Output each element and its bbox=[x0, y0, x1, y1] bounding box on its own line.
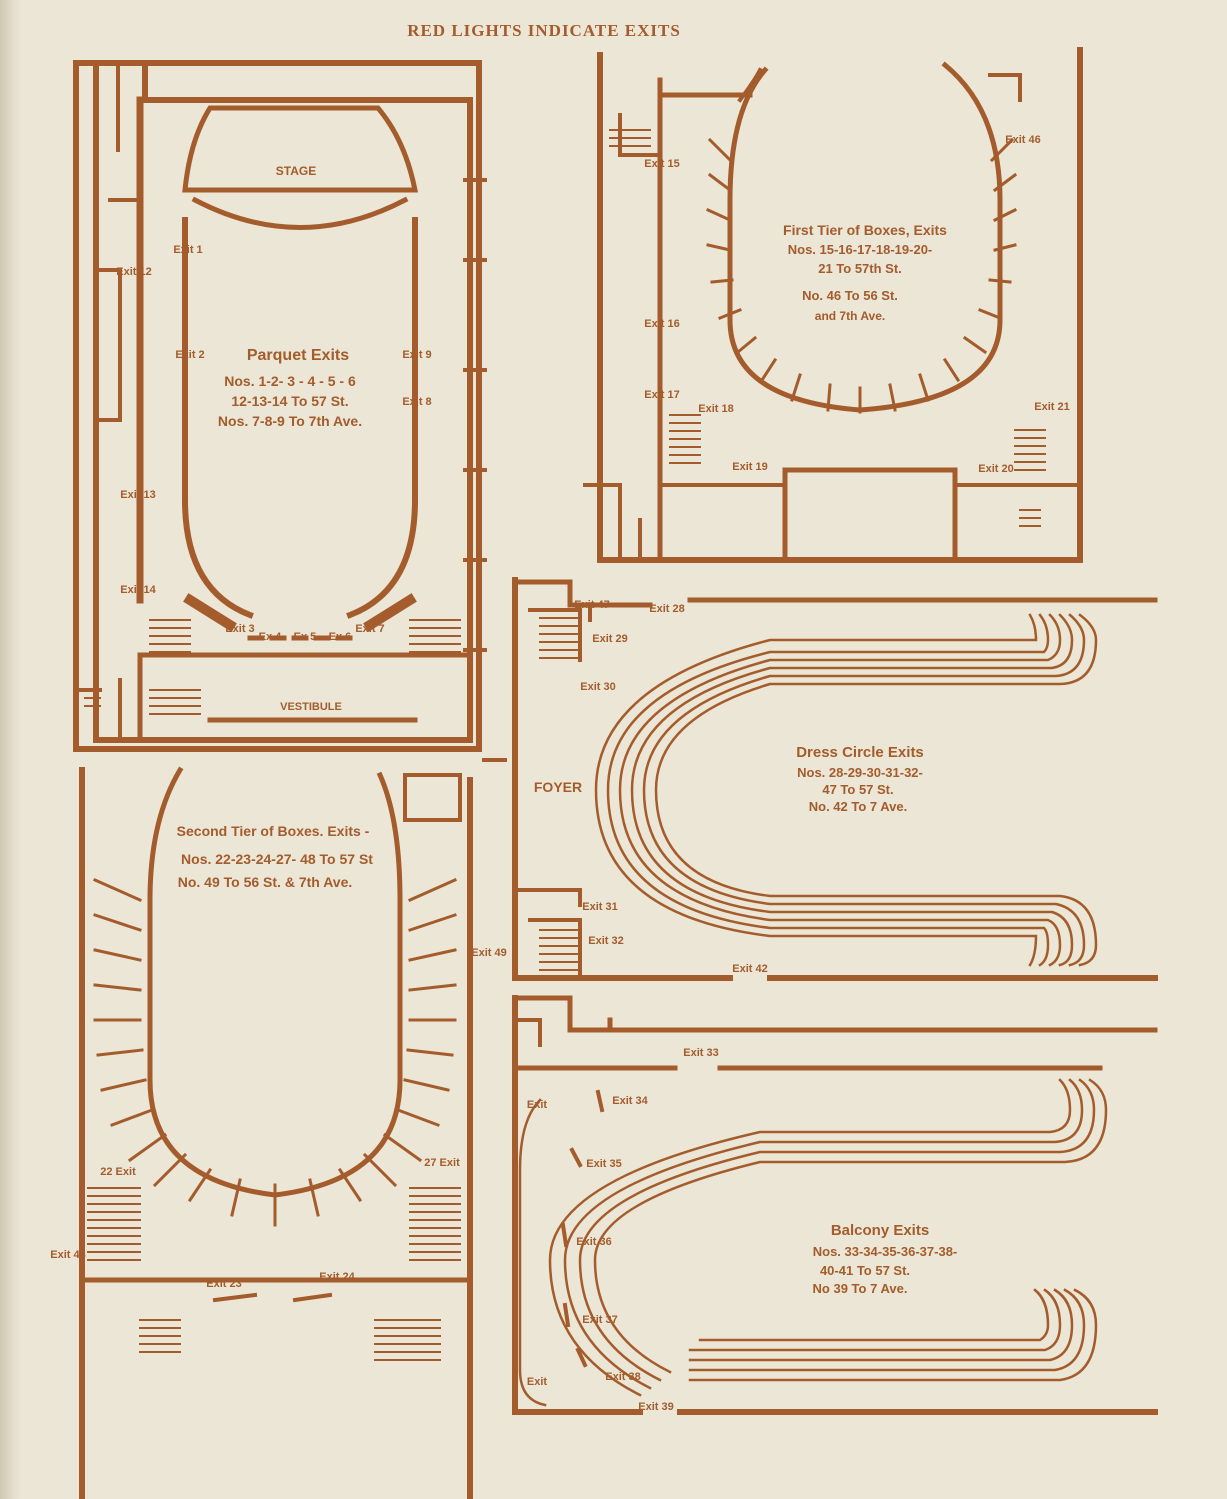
exit-label: Exit 21 bbox=[1034, 401, 1069, 413]
first-tier-legend-line: No. 46 To 56 St. bbox=[802, 288, 898, 303]
exit-label: Exit 42 bbox=[732, 963, 767, 975]
exit-label: Exit 30 bbox=[580, 681, 615, 693]
exit-label: Exit 19 bbox=[732, 461, 767, 473]
exit-label: Exit 2 bbox=[175, 349, 204, 361]
exit-label: Exit 9 bbox=[402, 349, 431, 361]
balcony-legend-line: Nos. 33-34-35-36-37-38- bbox=[813, 1244, 958, 1259]
balcony-legend-line: 40-41 To 57 St. bbox=[820, 1263, 910, 1278]
exit-label: Exit 36 bbox=[576, 1236, 611, 1248]
exit-label: Exit 47 bbox=[574, 599, 609, 611]
exit-label: Exit 17 bbox=[644, 389, 679, 401]
exit-label: Exit 35 bbox=[586, 1158, 621, 1170]
exit-label: Exit 23 bbox=[206, 1278, 241, 1290]
dress-circle-legend-title: Dress Circle Exits bbox=[796, 744, 924, 761]
parquet-legend-line: Nos. 7-8-9 To 7th Ave. bbox=[218, 413, 362, 429]
exit-label: Exit 39 bbox=[638, 1401, 673, 1413]
exit-label: Exit 13 bbox=[120, 489, 155, 501]
exit-label: Exit 31 bbox=[582, 901, 617, 913]
second-tier-legend-title: Second Tier of Boxes. Exits - bbox=[177, 823, 370, 839]
vestibule-label: VESTIBULE bbox=[280, 701, 342, 713]
binding-spine bbox=[0, 0, 22, 1499]
exit-label: Exit 20 bbox=[978, 463, 1013, 475]
exit-label: Exit 32 bbox=[588, 935, 623, 947]
exit-label: Exit 28 bbox=[649, 603, 684, 615]
exit-label: Exit 16 bbox=[644, 318, 679, 330]
exit-label: Exit 15 bbox=[644, 158, 679, 170]
first-tier-legend-line: 21 To 57th St. bbox=[818, 261, 902, 276]
dress-circle-legend-line: Nos. 28-29-30-31-32- bbox=[797, 765, 923, 780]
exit-label: Exit 3 bbox=[225, 623, 254, 635]
header-title: RED LIGHTS INDICATE EXITS bbox=[407, 21, 681, 40]
exit-label: 27 Exit bbox=[424, 1157, 460, 1169]
exit-label: Exit 8 bbox=[402, 396, 431, 408]
first-tier-legend-line: and 7th Ave. bbox=[815, 309, 885, 323]
dress-circle-legend-line: 47 To 57 St. bbox=[822, 782, 893, 797]
parquet-legend-line: Nos. 1-2- 3 - 4 - 5 - 6 bbox=[224, 373, 356, 389]
first-tier-legend-line: Nos. 15-16-17-18-19-20- bbox=[788, 242, 933, 257]
exit-label: Exit 48 bbox=[50, 1249, 85, 1261]
exit-label: Exit 34 bbox=[612, 1095, 648, 1107]
exit-label: Ex 6 bbox=[329, 631, 352, 643]
exit-label: Ex 4 bbox=[259, 631, 283, 643]
second-tier-legend-line: No. 49 To 56 St. & 7th Ave. bbox=[178, 874, 353, 890]
parquet-legend-line: 12-13-14 To 57 St. bbox=[231, 393, 348, 409]
exit-label: Exit 12 bbox=[116, 266, 151, 278]
dress-circle-legend-line: No. 42 To 7 Ave. bbox=[809, 799, 908, 814]
exit-label: Exit 7 bbox=[355, 623, 384, 635]
balcony-legend-line: No 39 To 7 Ave. bbox=[813, 1281, 908, 1296]
foyer-label: FOYER bbox=[534, 779, 582, 795]
exit-label: 22 Exit bbox=[100, 1166, 136, 1178]
exit-label: Ex 5 bbox=[294, 631, 317, 643]
balcony-legend-title: Balcony Exits bbox=[831, 1222, 929, 1239]
exit-label: Exit 33 bbox=[683, 1047, 718, 1059]
exit-label: Exit 37 bbox=[582, 1314, 617, 1326]
exit-label: Exit 14 bbox=[120, 584, 156, 596]
exit-label: Exit 1 bbox=[173, 244, 202, 256]
balcony-plan bbox=[512, 995, 1158, 1415]
exit-label: Exit 49 bbox=[471, 947, 506, 959]
dress-circle-plan bbox=[512, 577, 1158, 981]
second-tier-legend-line: Nos. 22-23-24-27- 48 To 57 St bbox=[181, 851, 373, 867]
exit-label: Exit bbox=[527, 1376, 548, 1388]
second-tier-plan bbox=[79, 766, 473, 1499]
exit-label: Exit 18 bbox=[698, 403, 733, 415]
parquet-legend-title: Parquet Exits bbox=[247, 347, 349, 364]
stage-label: STAGE bbox=[276, 164, 316, 178]
exit-label: Exit 46 bbox=[1005, 134, 1040, 146]
parquet-plan bbox=[73, 60, 487, 752]
first-tier-plan bbox=[583, 47, 1083, 563]
exit-label: Exit 24 bbox=[319, 1271, 355, 1283]
first-tier-legend-title: First Tier of Boxes, Exits bbox=[783, 222, 947, 238]
exit-label: Exit 29 bbox=[592, 633, 627, 645]
exit-label: Exit 38 bbox=[605, 1371, 640, 1383]
exit-label: Exit bbox=[527, 1099, 548, 1111]
